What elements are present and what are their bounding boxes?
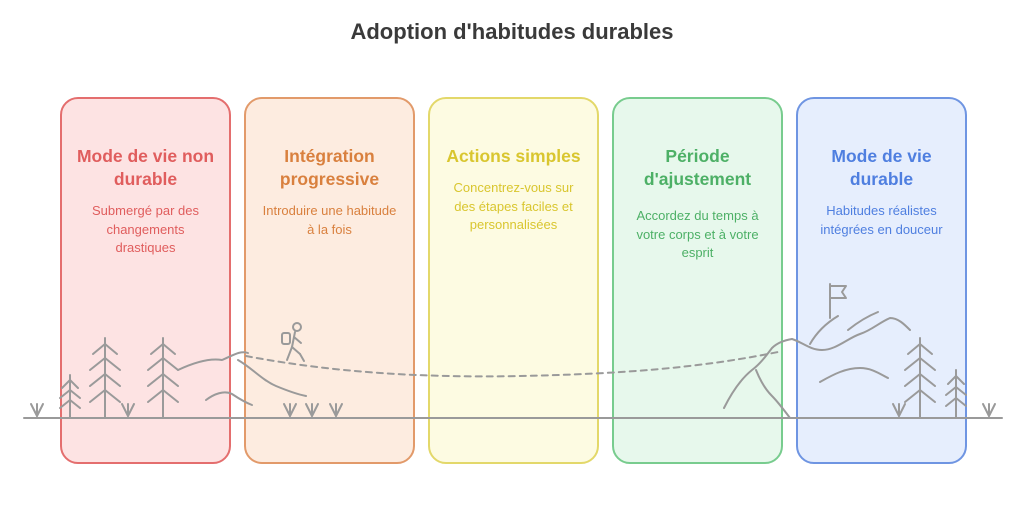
stage-description: Concentrez-vous sur des étapes faciles e…	[453, 180, 574, 232]
stage-card-unsustainable: Mode de vie non durable Submergé par des…	[60, 97, 231, 464]
stage-heading: Actions simples	[446, 146, 581, 166]
stage-card-adjustment: Période d'ajustement Accordez du temps à…	[612, 97, 783, 464]
stage-description: Introduire une habitude à la fois	[262, 203, 397, 237]
stage-heading: Mode de vie durable	[831, 146, 932, 189]
stage-heading: Mode de vie non durable	[76, 146, 215, 189]
stage-description: Habitudes réalistes intégrées en douceur	[820, 203, 943, 237]
stage-card-progressive: Intégration progressive Introduire une h…	[244, 97, 415, 464]
stage-card-sustainable: Mode de vie durable Habitudes réalistes …	[796, 97, 967, 464]
stage-heading: Période d'ajustement	[643, 146, 752, 189]
diagram-title: Adoption d'habitudes durables	[350, 19, 674, 44]
stage-card-simple-actions: Actions simples Concentrez-vous sur des …	[428, 97, 599, 464]
stage-heading: Intégration progressive	[279, 146, 380, 189]
stage-description: Accordez du temps à votre corps et à vot…	[636, 208, 759, 260]
stage-description: Submergé par des changements drastiques	[92, 203, 199, 255]
